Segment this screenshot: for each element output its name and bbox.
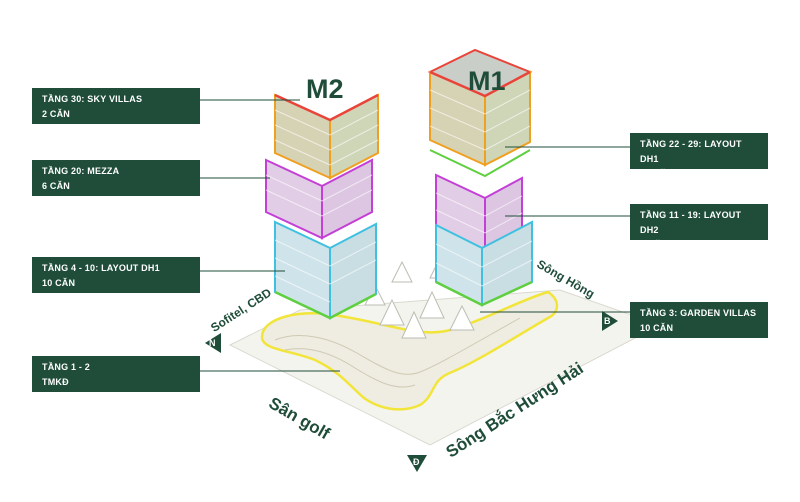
- label-podium-line2: TMKĐ: [42, 377, 69, 387]
- label-m1-layout-dh1-line1: TẦNG 22 - 29: LAYOUT DH1: [640, 139, 742, 164]
- label-m2-sky-villas-line2: 2 CĂN: [42, 109, 71, 119]
- label-m2-mezza: TẦNG 20: MEZZA 6 CĂN: [32, 160, 200, 196]
- tower-m2-mezza-right: [321, 158, 373, 240]
- label-m2-mezza-line2: 6 CĂN: [42, 181, 71, 191]
- tower-m2-sky-villas-outline: [274, 93, 379, 122]
- compass-south-marker: [407, 455, 427, 472]
- compass-east-marker: [602, 311, 618, 331]
- label-m2-sky-villas: TẦNG 30: SKY VILLAS 2 CĂN: [32, 88, 200, 124]
- tower-m1-upper-base: [429, 149, 531, 178]
- tower-m1-garden-outline: [435, 280, 533, 307]
- compass-north-marker: [205, 333, 221, 353]
- label-m1-layout-dh2: TẦNG 11 - 19: LAYOUT DH2 9 CĂN: [630, 204, 768, 250]
- compass-east-label: B: [604, 316, 611, 326]
- tower-m1-sky-outline: [429, 70, 531, 98]
- label-m2-layout-dh1-line2: 10 CĂN: [42, 278, 76, 288]
- label-podium-line1: TẦNG 1 - 2: [42, 362, 91, 372]
- tower-m2-name: M2: [306, 74, 344, 104]
- tower-m1-name: M1: [468, 66, 506, 96]
- leader-lines: [200, 99, 630, 372]
- tower-m1: [427, 48, 533, 307]
- label-m2-sky-villas-line1: TẦNG 30: SKY VILLAS: [42, 94, 143, 104]
- tower-m2-garden-outline: [274, 290, 377, 320]
- label-m1-layout-dh2-line1: TẦNG 11 - 19: LAYOUT DH2: [640, 210, 742, 235]
- label-podium: TẦNG 1 - 2 TMKĐ: [32, 356, 200, 392]
- tower-m2: [265, 69, 380, 320]
- compass-south-label: Đ: [413, 457, 420, 467]
- label-m2-layout-dh1: TẦNG 4 - 10: LAYOUT DH1 10 CĂN: [32, 257, 200, 293]
- label-m1-layout-dh1-line2: 10 CĂN: [640, 169, 674, 179]
- label-m2-mezza-line1: TẦNG 20: MEZZA: [42, 166, 120, 176]
- label-m1-garden-villas: TẦNG 3: GARDEN VILLAS 10 CĂN: [630, 302, 768, 338]
- compass-north-label: N: [209, 338, 216, 348]
- label-m1-layout-dh2-line2: 9 CĂN: [640, 240, 669, 250]
- label-m2-layout-dh1-line1: TẦNG 4 - 10: LAYOUT DH1: [42, 263, 160, 273]
- label-m1-garden-villas-line1: TẦNG 3: GARDEN VILLAS: [640, 308, 757, 318]
- podium: [260, 256, 559, 411]
- label-m1-garden-villas-line2: 10 CĂN: [640, 323, 674, 333]
- label-m1-layout-dh1: TẦNG 22 - 29: LAYOUT DH1 10 CĂN: [630, 133, 768, 179]
